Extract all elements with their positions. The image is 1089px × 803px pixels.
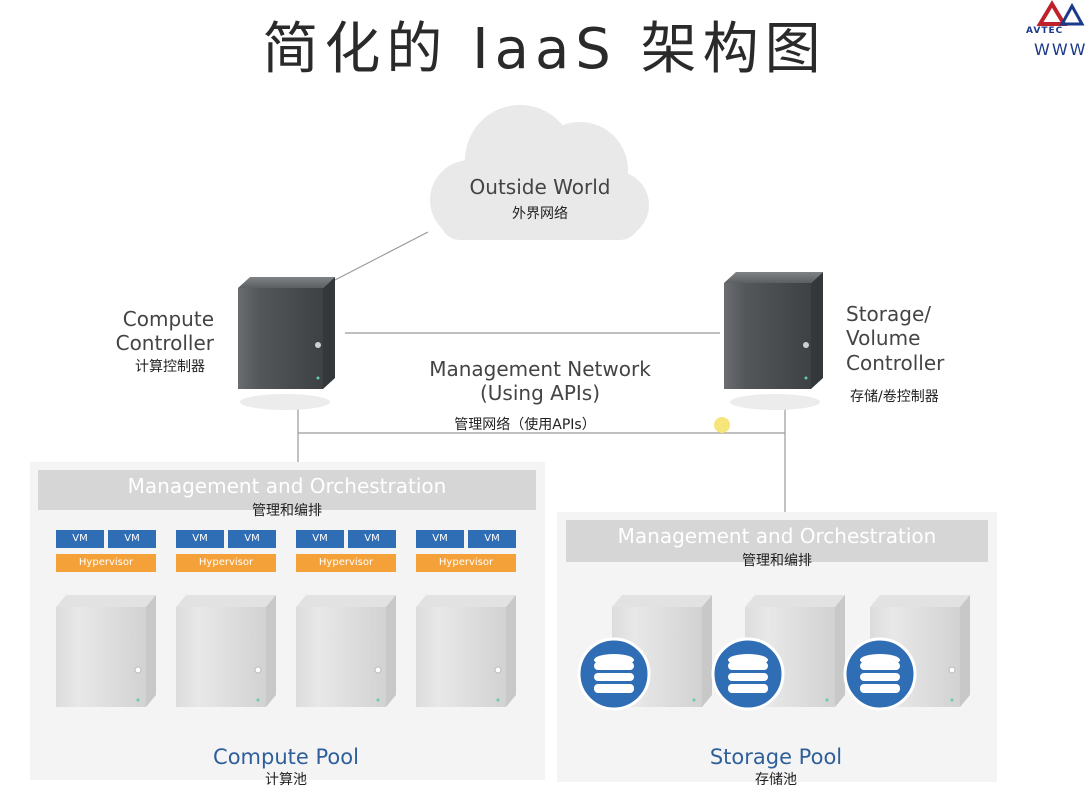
storage-controller-server-icon: [724, 272, 823, 410]
brand-logo: AVTEC WWW: [1022, 0, 1089, 64]
hypervisor-block: Hypervisor: [56, 554, 156, 572]
compute-controller-label-1: Compute: [122, 307, 214, 331]
compute-controller-label-zh: 计算控制器: [135, 359, 205, 375]
disk-icon: [711, 637, 785, 711]
storage-controller-label-3: Controller: [846, 351, 945, 375]
compute-controller-label-2: Controller: [115, 331, 214, 355]
storage-pool-mo-bar: Management and Orchestration 管理和编排: [566, 520, 988, 569]
vm-block: VM: [468, 530, 516, 548]
storage-mo-label-en: Management and Orchestration: [617, 524, 937, 548]
compute-controller-server-icon: [238, 277, 335, 410]
vm-block: VM: [228, 530, 276, 548]
network-label-zh: 管理网络（使用APIs）: [454, 417, 596, 433]
page-title: 简化的 IaaS 架构图: [262, 17, 827, 82]
vm-block: VM: [176, 530, 224, 548]
hypervisor-block: Hypervisor: [176, 554, 276, 572]
network-label-en-1: Management Network: [429, 357, 651, 381]
pointer-dot-icon: [714, 417, 730, 433]
storage-server-icon: [745, 595, 845, 707]
compute-pool-mo-bar: Management and Orchestration 管理和编排: [38, 470, 536, 519]
cloud-label-en: Outside World: [469, 175, 611, 199]
disk-icon: [843, 637, 917, 711]
network-label-en-2: (Using APIs): [479, 381, 600, 405]
logo-mark-icon: [1036, 0, 1085, 26]
vm-block: VM: [108, 530, 156, 548]
cloud-label-zh: 外界网络: [512, 206, 568, 222]
server-icon: [176, 595, 276, 707]
logo-text: AVTEC: [1026, 26, 1064, 36]
vm-block: VM: [348, 530, 396, 548]
compute-pool-label-zh: 计算池: [265, 772, 307, 788]
server-icon: [416, 595, 516, 707]
storage-mo-label-zh: 管理和编排: [742, 553, 812, 569]
vm-block: VM: [296, 530, 344, 548]
compute-mo-label-zh: 管理和编排: [252, 503, 322, 519]
compute-mo-label-en: Management and Orchestration: [127, 474, 447, 498]
storage-pool-label-en: Storage Pool: [709, 745, 843, 769]
storage-controller-label-1: Storage/: [846, 302, 931, 326]
cloud-icon: [430, 105, 649, 240]
storage-controller-label-zh: 存储/卷控制器: [850, 389, 939, 405]
hypervisor-block: Hypervisor: [296, 554, 396, 572]
vm-block: VM: [56, 530, 104, 548]
storage-pool-label-zh: 存储池: [755, 772, 797, 788]
server-icon: [56, 595, 156, 707]
storage-controller-label-2: Volume: [846, 326, 921, 350]
vm-block: VM: [416, 530, 464, 548]
hypervisor-block: Hypervisor: [416, 554, 516, 572]
compute-pool-label-en: Compute Pool: [213, 745, 359, 769]
disk-icon: [577, 637, 651, 711]
server-icon: [296, 595, 396, 707]
logo-url: WWW: [1034, 40, 1088, 59]
